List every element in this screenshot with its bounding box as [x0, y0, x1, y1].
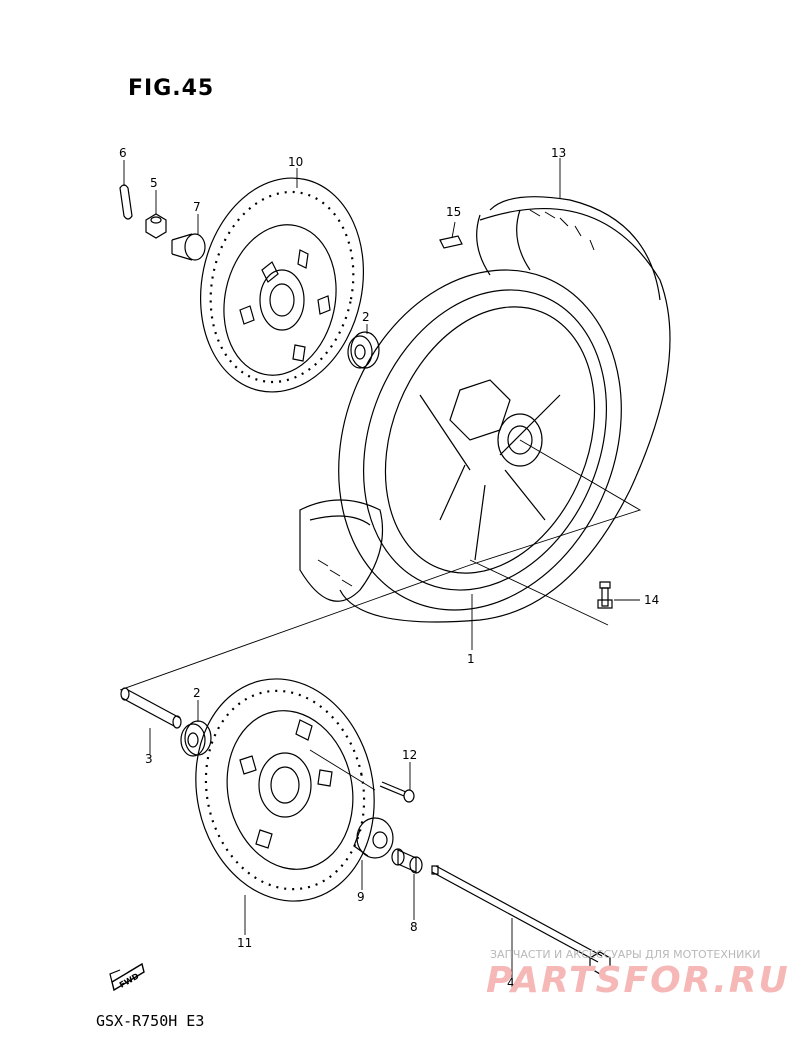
wheel-assembly	[119, 196, 671, 691]
callout-7: 7	[193, 200, 201, 214]
spacer	[120, 687, 182, 729]
fwd-label: FWD	[110, 960, 150, 994]
cotter-pin	[119, 184, 133, 220]
brake-disc-upper	[199, 177, 365, 393]
watermark-tagline: ЗАПЧАСТИ И АКСЕССУАРЫ ДЛЯ МОТОТЕХНИКИ	[490, 948, 761, 961]
callout-1: 1	[467, 652, 475, 666]
bushing-7	[171, 233, 206, 261]
bearing-lower	[180, 720, 212, 757]
callout-5: 5	[150, 176, 158, 190]
callout-11: 11	[237, 936, 253, 950]
callout-2-lower: 2	[193, 686, 201, 700]
fwd-arrow-icon	[109, 962, 145, 992]
tyre-valve	[597, 581, 613, 609]
leader-lines	[123, 158, 640, 978]
callout-3: 3	[145, 752, 153, 766]
callout-10: 10	[288, 155, 304, 169]
callout-15: 15	[446, 205, 462, 219]
watermark-brand: PARTSFOR.RU	[486, 960, 790, 1001]
axle	[431, 865, 611, 975]
brake-disc-lower	[195, 678, 376, 902]
callout-2-upper: 2	[362, 310, 370, 324]
callout-9: 9	[357, 890, 365, 904]
axle-nut-upper	[145, 213, 167, 239]
disc-bolt	[379, 781, 415, 803]
callout-6: 6	[119, 146, 127, 160]
callout-8: 8	[410, 920, 418, 934]
spacer-8	[391, 848, 423, 874]
callout-14: 14	[644, 593, 660, 607]
bearing-upper	[347, 331, 380, 369]
fwd-text: FWD	[118, 971, 141, 989]
callout-12: 12	[402, 748, 418, 762]
figure-title: FIG.45	[128, 76, 215, 101]
valve-cap	[439, 235, 463, 249]
model-code: GSX-R750H E3	[96, 1012, 205, 1030]
callout-13: 13	[551, 146, 567, 160]
callout-4: 4	[507, 976, 515, 990]
collar-9	[353, 817, 394, 859]
